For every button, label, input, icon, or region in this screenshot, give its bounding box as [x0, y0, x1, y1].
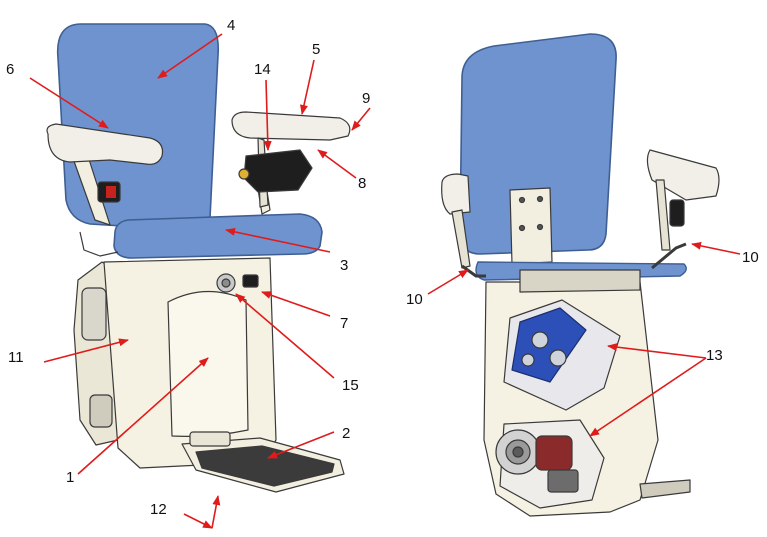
callout-13: 13 [706, 347, 723, 364]
left-armrest [46, 123, 164, 165]
arrow-4 [157, 33, 223, 79]
rocker-switch [242, 274, 259, 288]
swivel-lever-left [461, 264, 486, 278]
callout-5: 5 [312, 41, 320, 58]
right-armrest [231, 111, 351, 141]
callout-15: 15 [342, 377, 359, 394]
side-motor-part [81, 287, 107, 341]
arrow-5 [300, 59, 315, 115]
callout-14: 14 [254, 61, 271, 78]
callout-9: 9 [362, 90, 370, 107]
arrow-6 [29, 77, 109, 129]
lower-side-part [89, 394, 113, 428]
arrow-13-b [589, 357, 707, 437]
drive-motor-red [535, 435, 573, 471]
arrow-13-a [607, 343, 707, 359]
arrow-7 [261, 291, 331, 317]
front-view-chair [46, 23, 351, 493]
callout-6: 6 [6, 61, 14, 78]
callout-labels: 4 6 14 5 9 8 3 7 15 11 1 2 12 10 10 13 [6, 17, 759, 518]
callout-arrows [29, 33, 741, 529]
front-panel [167, 290, 249, 437]
swivel-lever-right [651, 242, 687, 270]
arrow-8 [317, 149, 357, 179]
callout-1: 1 [66, 469, 74, 486]
arrow-15 [235, 293, 335, 379]
backrest-bracket [509, 187, 553, 265]
arrow-10-right [691, 241, 741, 255]
callout-11: 11 [8, 349, 24, 366]
swivel-plate [519, 269, 641, 293]
callout-12: 12 [150, 501, 167, 518]
seatbelt-reel [243, 149, 313, 193]
backrest [56, 23, 220, 232]
rear-backrest [459, 33, 617, 255]
rail-shoe [639, 479, 691, 499]
rear-left-armrest [441, 173, 471, 215]
arrow-2 [267, 431, 335, 459]
arrow-9 [351, 107, 371, 131]
callout-2: 2 [342, 425, 350, 442]
callout-4: 4 [227, 17, 235, 34]
arrow-10-left [427, 269, 469, 295]
callout-3: 3 [340, 257, 348, 274]
arrow-14 [263, 79, 272, 151]
callout-10-right: 10 [742, 249, 759, 266]
callout-8: 8 [358, 175, 366, 192]
callout-7: 7 [340, 315, 348, 332]
arrow-11 [43, 338, 129, 363]
footrest-pad [195, 445, 335, 487]
footrest-hinge [189, 431, 231, 447]
seat-cushion [113, 213, 323, 259]
arrow-3 [225, 227, 331, 253]
rear-right-armrest [646, 149, 720, 201]
rear-view-chair [441, 33, 720, 517]
arrow-12-b [211, 495, 221, 529]
callout-10-left: 10 [406, 291, 423, 308]
arrow-12-a [183, 513, 213, 529]
arrow-1 [77, 357, 209, 475]
